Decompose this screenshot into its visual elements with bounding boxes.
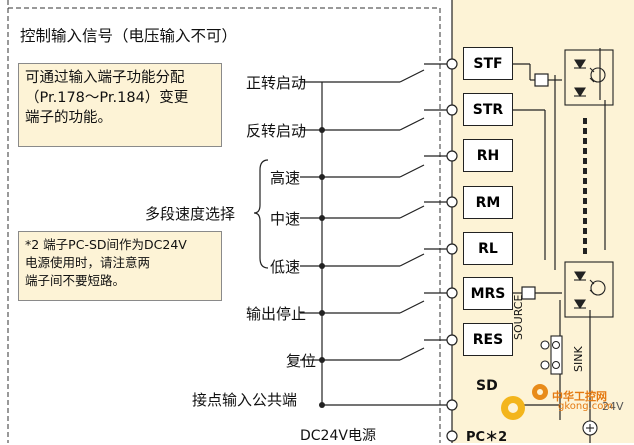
multi-speed-brace (253, 159, 269, 269)
photocoupler-bottom (564, 261, 614, 318)
dc24v-source (582, 420, 598, 436)
label-24v: 24V (602, 400, 624, 413)
watermark-name: 中华工控网 (552, 390, 607, 403)
label-source: SOURCE (512, 294, 525, 340)
label-low-speed: 低速 (270, 258, 301, 276)
label-high-speed: 高速 (270, 169, 301, 187)
terminal-rl: RL (463, 232, 513, 265)
label-multi-speed: 多段速度选择 (145, 205, 236, 223)
watermark-gear-icon (501, 384, 548, 420)
note-line-1: 可通过输入端子功能分配 (25, 70, 185, 86)
internal-wiring (513, 48, 606, 443)
note2-line-2: 电源使用时，请注意两 (25, 255, 151, 270)
section-title: 控制输入信号（电压输入不可） (20, 27, 238, 45)
terminal-rh: RH (463, 139, 513, 172)
note2-line-1: *2 端子PC-SD间作为DC24V (25, 237, 187, 252)
resistor-stf (534, 73, 549, 87)
terminal-circles (446, 58, 458, 442)
sd-short-note: *2 端子PC-SD间作为DC24V 电源使用时，请注意两 端子间不要短路。 (18, 231, 222, 301)
terminal-res: RES (463, 323, 513, 356)
terminal-rm: RM (463, 186, 513, 219)
label-sink: SINK (572, 346, 585, 372)
photocoupler-top (564, 49, 614, 106)
terminal-sd: SD (476, 378, 498, 394)
terminal-str: STR (463, 93, 513, 126)
label-forward-start: 正转启动 (246, 74, 307, 92)
label-reverse-start: 反转启动 (246, 122, 307, 140)
dashed-frame-top (8, 7, 441, 443)
label-leaders (300, 81, 322, 361)
resistor-mrs (521, 286, 536, 300)
label-common: 接点输入公共端 (192, 391, 298, 409)
source-sink-jumper (540, 335, 563, 375)
label-reset: 复位 (286, 352, 317, 370)
terminal-stf: STF (463, 47, 513, 80)
terminal-pc: PC＊2 (466, 430, 508, 445)
note2-line-3: 端子间不要短路。 (25, 273, 126, 288)
function-assignment-note: 可通过输入端子功能分配 （Pr.178～Pr.184）变更 端子的功能。 (18, 63, 222, 147)
switch-rows (322, 63, 452, 406)
watermark-url: gkong.com (558, 401, 614, 412)
terminal-mrs: MRS (463, 277, 513, 310)
junction-dots (319, 127, 325, 408)
label-mid-speed: 中速 (270, 210, 301, 228)
label-dc24v: DC24V电源 (300, 428, 376, 444)
note-line-2: （Pr.178～Pr.184）变更 (25, 90, 189, 106)
note-line-3: 端子的功能。 (25, 110, 112, 126)
label-output-stop: 输出停止 (246, 305, 307, 323)
